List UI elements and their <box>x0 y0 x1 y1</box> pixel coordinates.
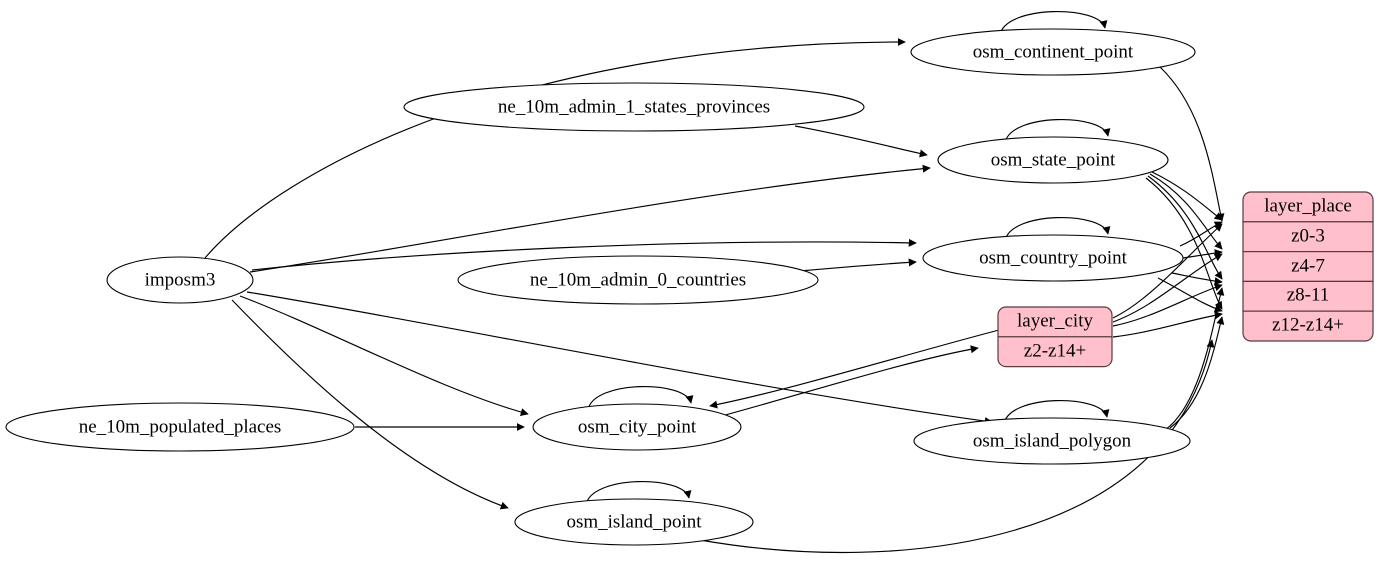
node-ne_10m_admin_0_countries[interactable]: ne_10m_admin_0_countries <box>457 255 819 305</box>
edge-ne_states-to-osm_state_point <box>794 125 928 158</box>
layer_place-row-label-z4-7: z4-7 <box>1291 255 1325 276</box>
layer_city-row-z2-z14-cell[interactable] <box>997 336 1113 368</box>
edge-imposm3-to-osm_continent_point <box>204 37 906 259</box>
edge-osm_state_point-to-layer_place-z8-11 <box>1147 175 1223 280</box>
node-layer_place[interactable]: layer_place z0-3 z4-7 z8-11 z12-z14+ <box>1242 191 1374 342</box>
edge-osm_country_point-to-layer_place-z12-z14 <box>1157 277 1223 313</box>
edge-osm_state_point-to-layer_place-z0-3 <box>1151 171 1223 221</box>
edge-layer_city-to-layer_place-z8-11 <box>1112 283 1223 327</box>
node-osm_island_point[interactable]: osm_island_point <box>514 498 754 546</box>
edge-imposm3-to-osm_state_point <box>249 164 931 273</box>
edge-self-loop-osm_country_point <box>1004 216 1111 242</box>
node-layer_city[interactable]: layer_city z2-z14+ <box>997 306 1113 368</box>
node-label-osm_continent_point: osm_continent_point <box>973 41 1134 62</box>
node-label-ne_10m_admin_0_countries: ne_10m_admin_0_countries <box>530 269 746 290</box>
edge-ne_countries-to-osm_country_point <box>799 258 917 272</box>
node-label-imposm3: imposm3 <box>145 269 216 290</box>
edge-self-loop-osm_state_point <box>1004 118 1111 144</box>
edge-layer_city-to-osm_city_point <box>709 329 1000 409</box>
layer_place-row-z0-3-cell[interactable] <box>1242 221 1374 253</box>
edge-imposm3-to-osm_island_polygon <box>246 291 993 426</box>
node-label-osm_country_point: osm_country_point <box>979 247 1127 268</box>
node-ne_10m_populated_places[interactable]: ne_10m_populated_places <box>5 402 355 452</box>
layer_place-title: layer_place <box>1264 195 1352 216</box>
edge-layer_city-to-layer_place-z4-7 <box>1112 253 1223 323</box>
node-label-ne_10m_populated_places: ne_10m_populated_places <box>79 416 282 437</box>
layer_city-row-label-z2-z14: z2-z14+ <box>1024 340 1086 361</box>
node-osm_state_point[interactable]: osm_state_point <box>937 136 1169 184</box>
node-label-ne_10m_admin_1_states_provinces: ne_10m_admin_1_states_provinces <box>498 96 770 117</box>
edge-osm_country_point-to-layer_place-z8-11 <box>1171 272 1223 286</box>
edge-osm_island_polygon-to-layer_place-z12-z14 <box>1169 316 1225 429</box>
edge-imposm3-to-osm_island_point <box>231 299 509 510</box>
edge-osm_state_point-to-layer_place-z4-7 <box>1149 173 1223 250</box>
node-osm_country_point[interactable]: osm_country_point <box>922 234 1184 282</box>
edge-osm_island_polygon-to-layer_place-z8-11 <box>1164 287 1225 431</box>
node-label-osm_city_point: osm_city_point <box>578 416 697 437</box>
node-osm_continent_point[interactable]: osm_continent_point <box>910 28 1196 76</box>
edge-osm_state_point-to-layer_place-z12-z14 <box>1145 177 1223 310</box>
layer_city-title: layer_city <box>1017 310 1093 331</box>
edge-self-loop-osm_city_point <box>587 385 694 411</box>
node-label-osm_island_point: osm_island_point <box>566 511 702 532</box>
edge-self-loop-osm_continent_point <box>999 10 1108 36</box>
node-imposm3[interactable]: imposm3 <box>106 256 254 304</box>
edge-layer_city-to-layer_place-z12-z14 <box>1112 311 1223 338</box>
layer_place-header-cell[interactable] <box>1242 191 1374 223</box>
node-label-osm_island_polygon: osm_island_polygon <box>973 430 1132 451</box>
layer_place-row-z4-7-cell[interactable] <box>1242 251 1374 283</box>
edge-imposm3-to-osm_country_point <box>251 238 917 271</box>
edge-osm_continent_point-to-layer_place-z0-3 <box>1159 66 1225 222</box>
edge-osm_city_point-to-layer_city-z2-z14 <box>717 345 979 418</box>
nodes-layer: imposm3 ne_10m_admin_1_states_provinces … <box>5 28 1374 546</box>
edge-self-loop-osm_island_polygon <box>1003 399 1110 425</box>
edge-self-loop-osm_island_point <box>585 480 692 506</box>
layer_place-row-z12-z14-cell[interactable] <box>1242 310 1374 342</box>
node-ne_10m_admin_1_states_provinces[interactable]: ne_10m_admin_1_states_provinces <box>403 82 865 132</box>
node-osm_island_polygon[interactable]: osm_island_polygon <box>913 417 1191 465</box>
layer_place-row-label-z12-z14: z12-z14+ <box>1272 314 1344 335</box>
edge-osm_island_point-to-layer_place-z12-z14 <box>699 339 1215 554</box>
edge-osm_country_point-to-layer_place-z4-7 <box>1182 249 1223 259</box>
edges-layer <box>204 10 1225 554</box>
layer_place-row-label-z0-3: z0-3 <box>1291 225 1325 246</box>
edge-layer_city-to-layer_place-z0-3 <box>1112 223 1223 319</box>
node-label-osm_state_point: osm_state_point <box>991 149 1116 170</box>
layer_place-row-z8-11-cell[interactable] <box>1242 280 1374 312</box>
node-osm_city_point[interactable]: osm_city_point <box>532 403 742 451</box>
layer_place-row-label-z8-11: z8-11 <box>1287 284 1330 305</box>
edge-imposm3-to-osm_city_point <box>239 295 529 416</box>
layer_city-header-cell[interactable] <box>997 306 1113 338</box>
